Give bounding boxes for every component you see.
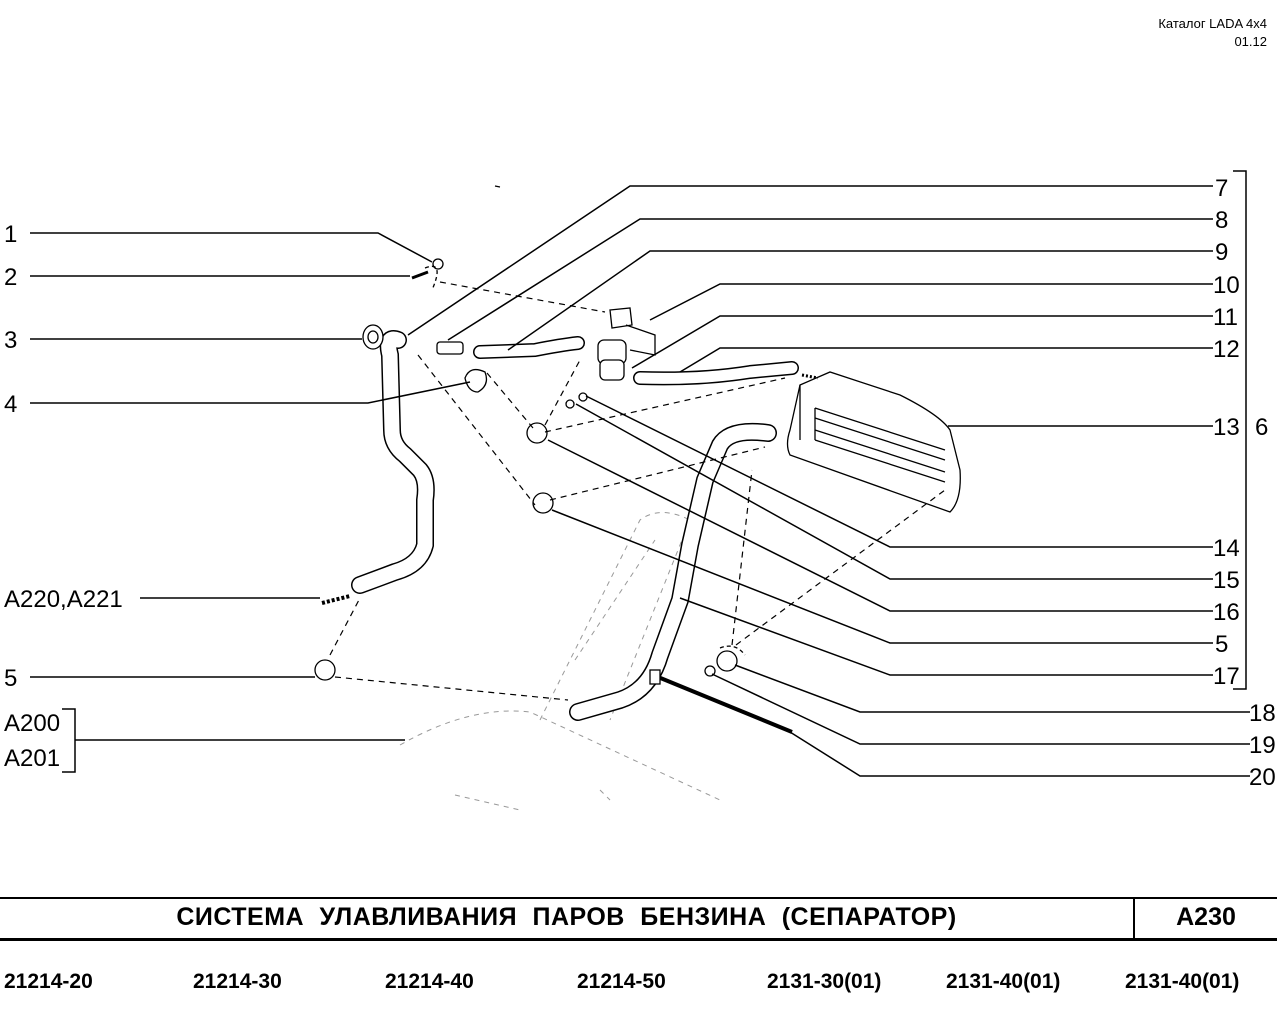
hose-clamp-left bbox=[314, 659, 336, 681]
callout-2: 2 bbox=[4, 264, 17, 291]
clamp-strap bbox=[657, 675, 793, 734]
model-code: 2131-30(01) bbox=[767, 970, 882, 993]
hose-clamp-lower bbox=[532, 492, 554, 514]
washer bbox=[716, 650, 738, 672]
callout-9: 9 bbox=[1215, 239, 1228, 266]
bolt bbox=[411, 270, 429, 280]
check-valve bbox=[597, 307, 656, 381]
catalog-header: Каталог LADA 4x4 bbox=[1158, 16, 1267, 31]
callout-a201: A201 bbox=[4, 745, 60, 772]
grommet bbox=[362, 324, 384, 350]
model-code: 2131-40(01) bbox=[946, 970, 1061, 993]
callout-3: 3 bbox=[4, 327, 17, 354]
model-code: 21214-40 bbox=[385, 970, 474, 993]
title-divider bbox=[1133, 899, 1135, 938]
callout-18: 18 bbox=[1249, 700, 1276, 727]
callout-12: 12 bbox=[1213, 336, 1240, 363]
hose-clamp-upper bbox=[526, 422, 548, 444]
lower-long-hose bbox=[569, 422, 777, 721]
tee-fitting bbox=[436, 341, 464, 355]
drain-tube bbox=[321, 594, 351, 605]
callout-19: 19 bbox=[1249, 732, 1276, 759]
catalog-date: 01.12 bbox=[1234, 34, 1267, 49]
callout-17: 17 bbox=[1213, 663, 1240, 690]
section-code: A230 bbox=[1176, 903, 1236, 931]
callout-a220-a221: A220,A221 bbox=[4, 586, 123, 613]
callout-13: 13 bbox=[1213, 414, 1240, 441]
callout-8: 8 bbox=[1215, 207, 1228, 234]
fuel-vapor-separator bbox=[786, 371, 961, 513]
callout-14: 14 bbox=[1213, 535, 1240, 562]
callout-16: 16 bbox=[1213, 599, 1240, 626]
callout-5-right: 5 bbox=[1215, 631, 1228, 658]
nut bbox=[432, 258, 444, 270]
model-code: 21214-50 bbox=[577, 970, 666, 993]
title-bar: СИСТЕМА УЛАВЛИВАНИЯ ПАРОВ БЕНЗИНА (СЕПАР… bbox=[0, 897, 1277, 941]
model-code: 21214-30 bbox=[193, 970, 282, 993]
car-body-outline bbox=[399, 512, 721, 811]
model-code: 2131-40(01) bbox=[1125, 970, 1240, 993]
model-list: 21214-20 21214-30 21214-40 21214-50 2131… bbox=[0, 970, 1277, 1000]
callout-1: 1 bbox=[4, 221, 17, 248]
callout-6-group: 6 bbox=[1255, 414, 1268, 441]
page-title: СИСТЕМА УЛАВЛИВАНИЯ ПАРОВ БЕНЗИНА (СЕПАР… bbox=[176, 903, 957, 931]
model-code: 21214-20 bbox=[4, 970, 93, 993]
callout-5-left: 5 bbox=[4, 665, 17, 692]
callout-7: 7 bbox=[1215, 175, 1228, 202]
callout-11: 11 bbox=[1213, 304, 1238, 331]
callout-20: 20 bbox=[1249, 764, 1276, 791]
hose-clip bbox=[464, 368, 488, 393]
callout-4: 4 bbox=[4, 391, 17, 418]
exploded-parts-diagram: 1 2 3 4 A220,A221 5 A200 A201 7 8 9 10 1… bbox=[4, 170, 1276, 811]
callout-10: 10 bbox=[1213, 272, 1240, 299]
callout-a200: A200 bbox=[4, 710, 60, 737]
callout-15: 15 bbox=[1213, 567, 1240, 594]
